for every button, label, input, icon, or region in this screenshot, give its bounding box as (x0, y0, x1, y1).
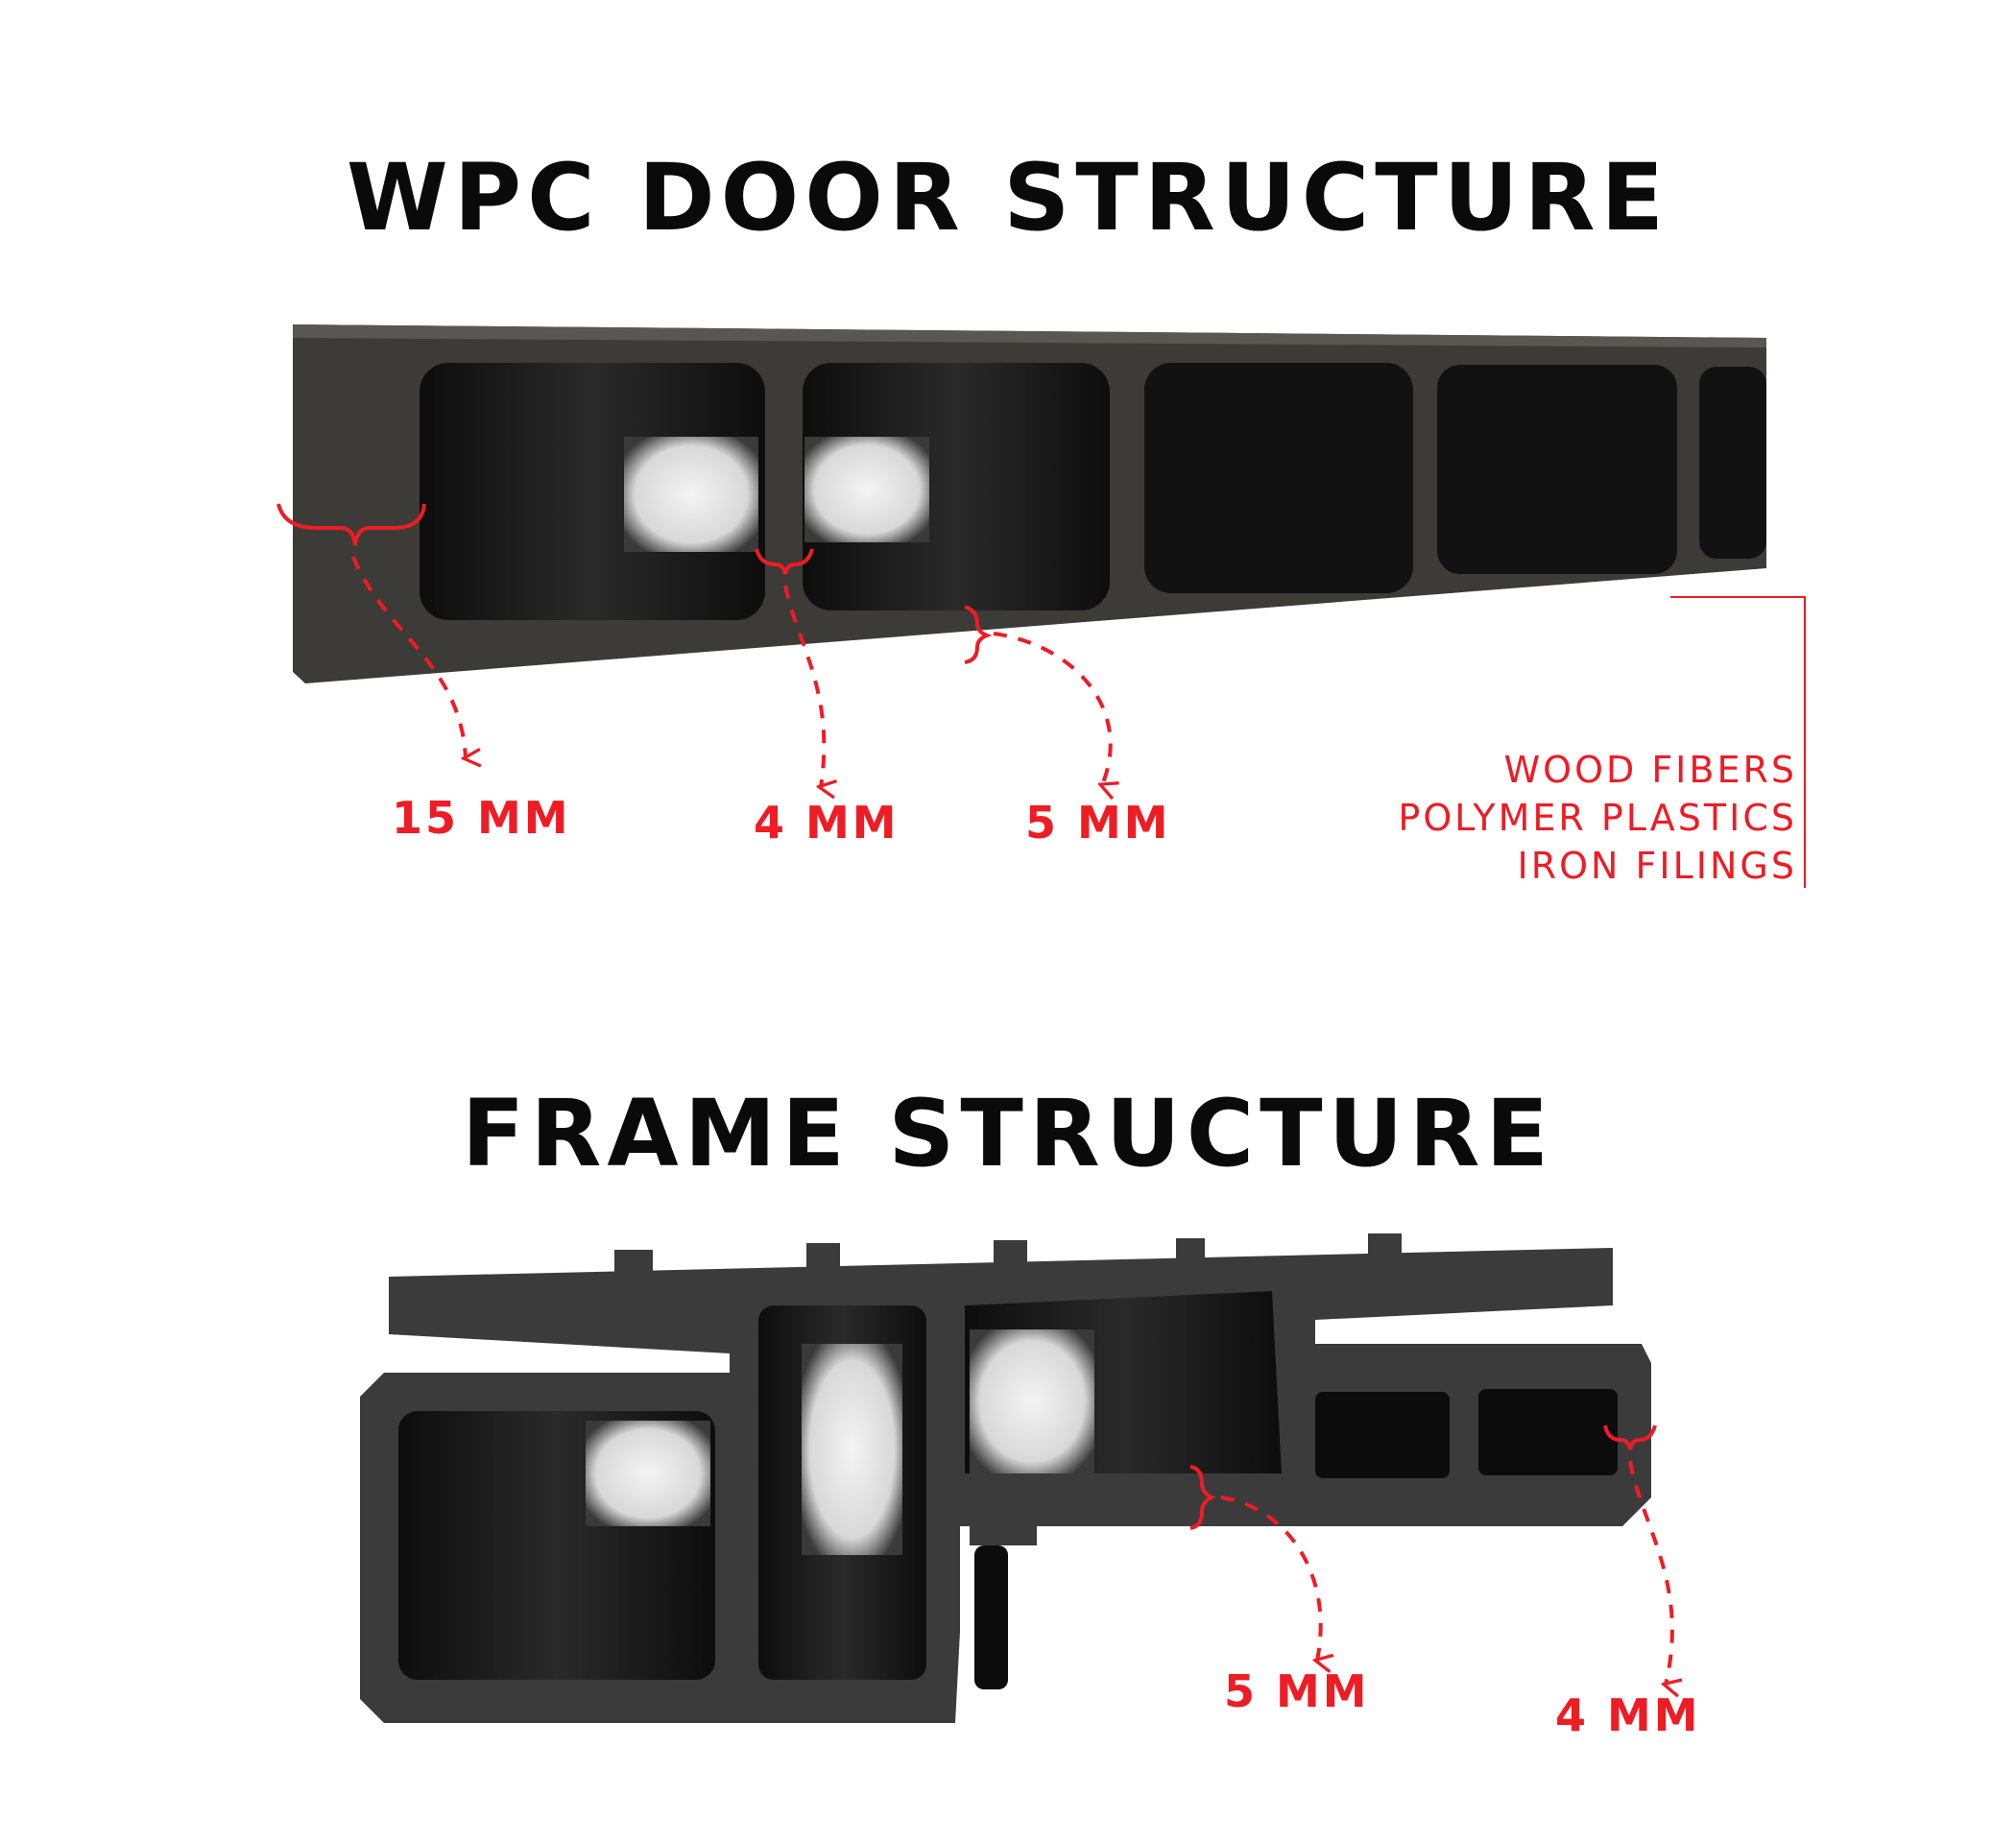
material-wood-fibers: WOOD FIBERS (1503, 749, 1797, 791)
materials-callout-line (1670, 596, 1806, 888)
frame-chamber-5 (1478, 1389, 1618, 1475)
brace-5mm-door (964, 605, 993, 664)
door-chamber-1 (420, 363, 765, 620)
frame-rib-2 (806, 1243, 840, 1277)
frame-chamber-2-light (802, 1344, 902, 1555)
door-measurement-5mm: 5 MM (1025, 797, 1171, 849)
door-board-top-edge (293, 324, 1766, 347)
door-chamber-2-light (804, 437, 929, 542)
door-board (293, 324, 1766, 683)
door-chamber-2 (803, 363, 1110, 610)
door-measurement-4mm: 4 MM (754, 797, 900, 849)
brace-4mm-door (755, 548, 814, 575)
door-chamber-3 (1144, 363, 1413, 593)
frame-measurement-4mm: 4 MM (1555, 1689, 1701, 1741)
frame-rib-4 (1176, 1238, 1205, 1272)
frame-annotations (1189, 1424, 1672, 1685)
door-chamber-5 (1699, 367, 1766, 559)
material-polymer-plastics: POLYMER PLASTICS (1398, 797, 1797, 839)
arrow-5mm-frame (1220, 1496, 1321, 1661)
arrow-4mm-frame (1628, 1460, 1672, 1685)
brace-4mm-frame (1603, 1424, 1657, 1450)
frame-chamber-4 (1315, 1392, 1450, 1478)
frame-rib-1 (614, 1250, 653, 1279)
door-annotations (276, 503, 1806, 888)
brace-15mm (276, 503, 426, 546)
frame-rib-5 (1368, 1233, 1402, 1272)
arrow-15mm (351, 556, 466, 758)
frame-profile-illustration (360, 1233, 1651, 1723)
door-measurement-15mm: 15 MM (392, 792, 571, 844)
material-iron-filings: IRON FILINGS (1517, 845, 1797, 887)
door-chamber-1-light (624, 437, 758, 552)
frame-structure-title: FRAME STRUCTURE (461, 1080, 1555, 1187)
frame-measurement-5mm: 5 MM (1224, 1665, 1370, 1717)
frame-chamber-3-light (970, 1329, 1094, 1473)
door-chamber-4 (1437, 365, 1677, 574)
arrow-5mm-door (993, 632, 1111, 785)
brace-5mm-frame (1189, 1465, 1216, 1530)
frame-slot (974, 1545, 1008, 1689)
door-structure-title: WPC DOOR STRUCTURE (346, 144, 1670, 251)
frame-chamber-1-light (586, 1421, 710, 1526)
frame-rib-3 (994, 1240, 1027, 1274)
